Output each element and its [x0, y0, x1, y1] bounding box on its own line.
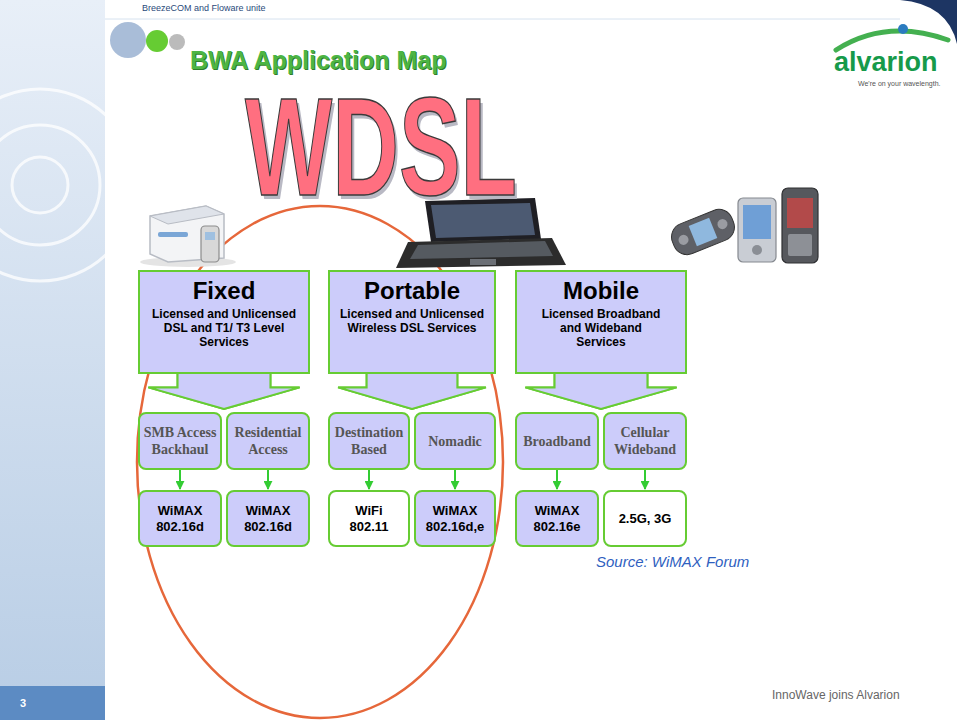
technology-box: WiMAX 802.16e	[515, 490, 599, 547]
footer-note: InnoWave joins Alvarion	[772, 688, 900, 702]
segment-label: SMB Access Backhaul	[142, 424, 218, 458]
flow-arrow	[556, 470, 558, 489]
band-ring	[0, 125, 100, 245]
band-ring	[12, 157, 68, 213]
technology-label: 2.5G, 3G	[611, 511, 679, 527]
block-arrow	[148, 373, 299, 409]
flow-arrow	[267, 470, 269, 489]
segment-box: Destination Based	[328, 412, 410, 470]
phone-pad	[677, 233, 690, 246]
category-heading: Portable	[338, 277, 486, 305]
segment-box: Broadband	[515, 412, 599, 470]
phone-pad	[716, 218, 729, 231]
technology-label: WiMAX 802.16d	[146, 503, 214, 535]
technology-box: 2.5G, 3G	[603, 490, 687, 547]
smartphone-keypad	[788, 234, 812, 256]
category-heading: Fixed	[148, 277, 300, 305]
handset	[201, 226, 219, 262]
segment-label: Residential Access	[230, 424, 306, 458]
category-services: Licensed and Unlicensed Wireless DSL Ser…	[338, 307, 486, 335]
terminal-top	[150, 206, 224, 224]
category-box: MobileLicensed Broadband and Wideband Se…	[515, 270, 687, 374]
flow-arrow	[454, 470, 456, 489]
smartphone-screen	[787, 198, 813, 228]
segment-label: Destination Based	[332, 424, 406, 458]
segment-label: Broadband	[519, 433, 595, 450]
technology-label: WiMAX 802.16d	[234, 503, 302, 535]
terminal-body	[150, 206, 224, 262]
corner-accent	[900, 0, 957, 44]
pda-body	[738, 198, 776, 262]
band-ring	[0, 89, 105, 281]
category-box: FixedLicensed and Unlicensed DSL and T1/…	[138, 270, 310, 374]
technology-box: WiMAX 802.16d,e	[414, 490, 496, 547]
side-band	[0, 0, 105, 720]
slide-title: BWA Application Map	[190, 46, 446, 75]
logo-wordmark: alvarion	[834, 47, 938, 77]
technology-box: WiMAX 802.16d	[138, 490, 222, 547]
page-number: 3	[20, 697, 26, 709]
block-arrow	[148, 373, 299, 409]
terminal-logo	[158, 232, 188, 237]
technology-box: WiMAX 802.16d	[226, 490, 310, 547]
title-bullet	[110, 22, 146, 58]
logo-tagline: We're on your wavelength.	[858, 80, 941, 87]
pda-button	[752, 245, 762, 255]
title-bullet	[169, 34, 185, 50]
fixed-terminal-picture	[140, 206, 236, 267]
title-bullet	[146, 30, 168, 52]
technology-label: WiFi 802.11	[336, 503, 402, 535]
laptop-touchpad	[470, 259, 496, 265]
header-note: BreezeCOM and Floware unite	[142, 3, 266, 13]
flow-arrow	[179, 470, 181, 489]
block-arrow	[525, 373, 676, 409]
handsets-picture	[667, 188, 818, 263]
phone-screen	[689, 218, 718, 247]
flow-arrow	[644, 470, 646, 489]
block-arrow	[338, 373, 486, 409]
laptop-keyboard	[410, 241, 553, 259]
block-arrow	[525, 373, 676, 409]
pda-screen	[743, 205, 771, 239]
block-arrow	[338, 373, 486, 409]
logo-dot	[898, 24, 908, 34]
category-box: PortableLicensed and Unlicensed Wireless…	[328, 270, 496, 374]
wdsl-circle	[137, 206, 503, 718]
segment-box: Cellular Wideband	[603, 412, 687, 470]
segment-box: Residential Access	[226, 412, 310, 470]
segment-label: Nomadic	[418, 433, 492, 450]
game-phone	[667, 205, 738, 259]
segment-label: Cellular Wideband	[607, 424, 683, 458]
segment-box: Nomadic	[414, 412, 496, 470]
page-tab	[0, 686, 105, 720]
technology-label: WiMAX 802.16d,e	[422, 503, 488, 535]
smartphone-body	[782, 188, 818, 263]
category-services: Licensed Broadband and Wideband Services	[537, 307, 665, 349]
phone-body	[667, 205, 738, 259]
technology-box: WiFi 802.11	[328, 490, 410, 547]
header-rule	[105, 19, 900, 20]
handset-screen	[205, 232, 215, 240]
source-note: Source: WiMAX Forum	[596, 553, 749, 570]
segment-box: SMB Access Backhaul	[138, 412, 222, 470]
category-heading: Mobile	[537, 277, 665, 305]
band-rings	[0, 89, 105, 281]
category-services: Licensed and Unlicensed DSL and T1/ T3 L…	[148, 307, 300, 349]
wdsl-banner: WDSL	[245, 77, 517, 217]
technology-label: WiMAX 802.16e	[523, 503, 591, 535]
flow-arrow	[368, 470, 370, 489]
laptop-base	[396, 238, 566, 268]
